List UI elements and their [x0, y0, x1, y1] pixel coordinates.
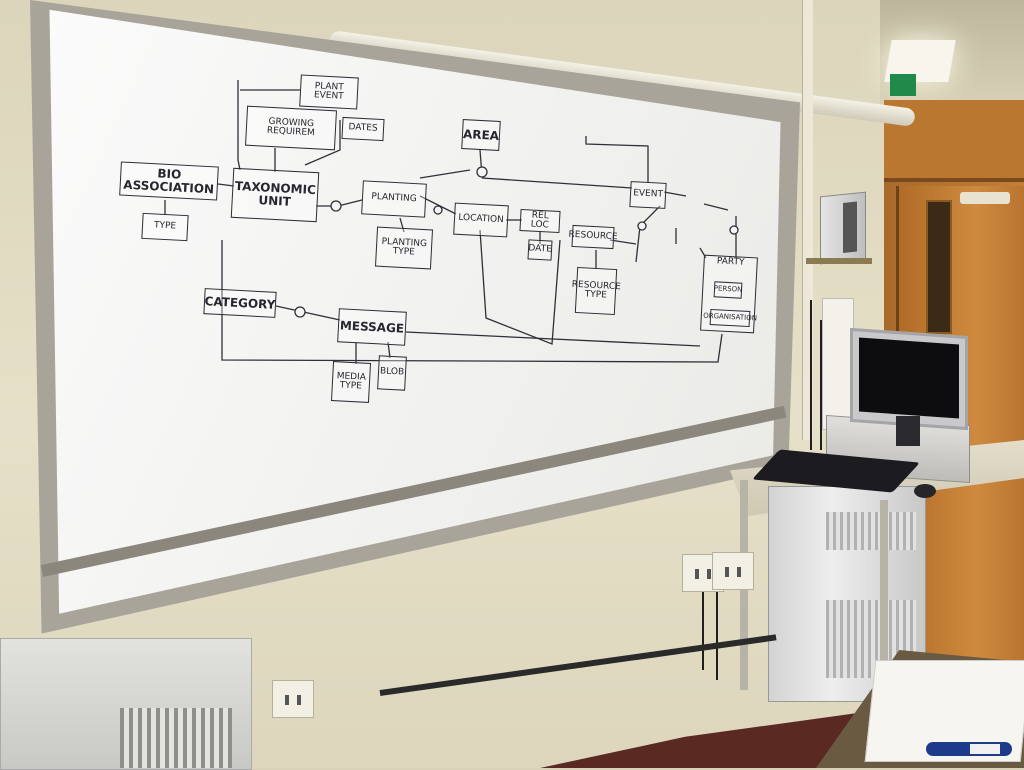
node-location: LOCATION — [453, 202, 509, 238]
node-growing-requirem: GROWING REQUIREM — [245, 105, 337, 151]
node-plant-event: PLANT EVENT — [299, 74, 359, 110]
computer-mouse[interactable] — [914, 484, 936, 498]
wall-conduit — [802, 0, 813, 440]
desk-leg — [880, 500, 888, 680]
whiteboard-marker[interactable] — [926, 742, 1012, 756]
speaker-shelf — [806, 258, 872, 264]
heater-grille — [120, 708, 232, 768]
node-message: MESSAGE — [337, 308, 407, 346]
wall-notice — [822, 298, 854, 430]
node-event: EVENT — [629, 181, 667, 209]
node-media-type: MEDIA TYPE — [330, 361, 372, 403]
power-outlet[interactable] — [712, 552, 754, 590]
node-bio-association: BIO ASSOCIATION — [119, 161, 219, 201]
cable — [810, 300, 812, 450]
node-type: TYPE — [141, 212, 189, 242]
node-area: AREA — [461, 119, 501, 151]
power-outlet[interactable] — [272, 680, 314, 718]
node-taxonomic-unit: TAXONOMIC UNIT — [230, 167, 320, 223]
cable — [820, 320, 822, 450]
cable — [702, 590, 704, 670]
door-closer — [960, 192, 1010, 204]
node-date: DATE — [527, 239, 553, 261]
door-window — [926, 200, 952, 334]
wall-speaker — [820, 191, 866, 265]
node-person: PERSON — [714, 281, 743, 299]
node-rel-loc: REL LOC — [519, 208, 561, 234]
cable — [716, 580, 718, 680]
node-blob: BLOB — [377, 355, 407, 391]
node-resource-type: RESOURCE TYPE — [572, 266, 621, 316]
node-resource: RESOURCE — [568, 224, 618, 250]
monitor-screen — [859, 337, 959, 419]
computer-monitor[interactable] — [850, 327, 968, 431]
node-category: CATEGORY — [203, 288, 277, 318]
node-planting-type: PLANTING TYPE — [374, 226, 434, 270]
monitor-stand — [896, 416, 920, 446]
cabinet-vent — [826, 512, 916, 550]
node-planting: PLANTING — [361, 180, 427, 218]
exit-sign — [890, 74, 916, 96]
node-dates: DATES — [341, 116, 385, 142]
node-organisation: ORGANISATION — [703, 308, 757, 328]
